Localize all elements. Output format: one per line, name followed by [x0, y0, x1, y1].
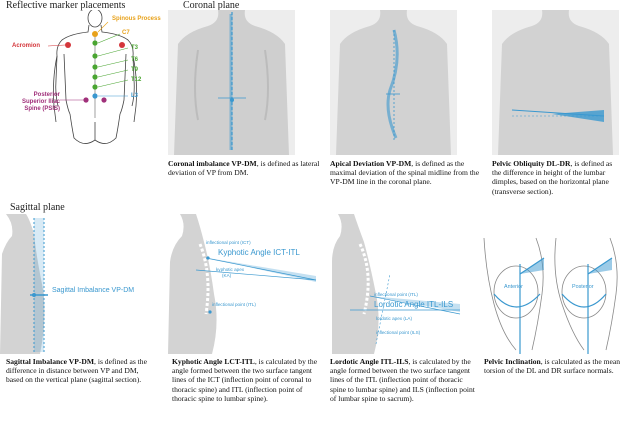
- lordotic-apex-label: lordotic apex (LA): [376, 316, 413, 321]
- sagittal-plane-title: Sagittal plane: [10, 202, 65, 213]
- pelvic-obliquity-caption: Pelvic Obliquity DL-DR, is defined as th…: [492, 159, 613, 196]
- t6-marker: [92, 64, 98, 70]
- lordotic-angle-label: Lordotic Angle ITL-ILS: [374, 300, 454, 309]
- marker-placement-panel: Spinous Process C7 Acromion T3 T6 T9 T12…: [0, 10, 165, 150]
- sagittal-imbalance-image: Sagittal Imbalance VP-DM: [0, 214, 155, 354]
- t12-label: T12: [131, 77, 142, 83]
- kyphotic-angle-label: Kyphotic Angle ICT-ITL: [218, 248, 300, 257]
- apical-deviation-image: [330, 10, 457, 155]
- psis-right-marker: [101, 97, 107, 103]
- c7-label: C7: [122, 30, 130, 36]
- pelvic-inclination-image: Anterior Posterior: [480, 234, 626, 354]
- coronal-plane-title: Coronal plane: [183, 0, 240, 11]
- t9-label: T9: [131, 67, 139, 73]
- acromion-label: Acromion: [12, 43, 41, 49]
- apical-deviation-caption: Apical Deviation VP-DM, is defined as th…: [330, 159, 480, 187]
- lordotic-itl-label: inflectional point (ITL): [374, 292, 418, 297]
- c7-marker: [92, 40, 98, 46]
- sagittal-imbalance-caption: Sagittal Imbalance VP-DM, is defined as …: [6, 357, 147, 385]
- kyphotic-angle-image: inflectional point (ICT) Kyphotic Angle …: [166, 214, 321, 354]
- kyphotic-apex-abbrev: (KA): [222, 273, 232, 278]
- anterior-label: Anterior: [504, 284, 523, 290]
- sagittal-imbalance-label: Sagittal Imbalance VP-DM: [52, 287, 135, 294]
- kyphotic-angle-caption: Kyphotic Angle LCT-ITL, is calculated by…: [172, 357, 318, 403]
- kyphotic-apex-label: kyphotic apex: [216, 267, 245, 272]
- back-outline-figure: [47, 10, 137, 144]
- pelvic-inclination-caption: Pelvic Inclination, is calculated as the…: [484, 357, 621, 376]
- coronal-imbalance-image: [168, 10, 295, 155]
- kyphotic-itl-label: inflectional point (ITL): [212, 302, 256, 307]
- posterior-label: Posterior: [572, 284, 594, 290]
- psis-left-marker: [83, 97, 89, 103]
- lordotic-ils-label: inflectional point (ILS): [376, 330, 421, 335]
- t6-label: T6: [131, 57, 139, 63]
- lordotic-angle-caption: Lordotic Angle ITL-ILS, is calculated by…: [330, 357, 475, 403]
- t3-label: T3: [131, 45, 139, 51]
- l3-marker: [92, 93, 98, 99]
- kyphotic-ict-label: inflectional point (ICT): [206, 240, 251, 245]
- psis-label-3: Spine (PSIS): [24, 106, 60, 112]
- t12-marker: [92, 84, 98, 90]
- coronal-imbalance-caption: Coronal imbalance VP-DM, is defined as l…: [168, 159, 320, 178]
- l3-label: L3: [131, 93, 139, 99]
- spinous-process-marker: [92, 31, 98, 37]
- pelvic-obliquity-image: [492, 10, 619, 155]
- spinous-process-label: Spinous Process: [112, 16, 161, 22]
- psis-label-2: Superior Iliac: [21, 99, 60, 105]
- t3-marker: [92, 53, 98, 59]
- acromion-left-marker: [65, 42, 71, 48]
- marker-placement-title: Reflective marker placements: [6, 0, 126, 11]
- t9-marker: [92, 74, 98, 80]
- psis-label-1: Posterior: [33, 92, 60, 98]
- lordotic-angle-image: inflectional point (ITL) Lordotic Angle …: [330, 214, 485, 354]
- acromion-right-marker: [119, 42, 125, 48]
